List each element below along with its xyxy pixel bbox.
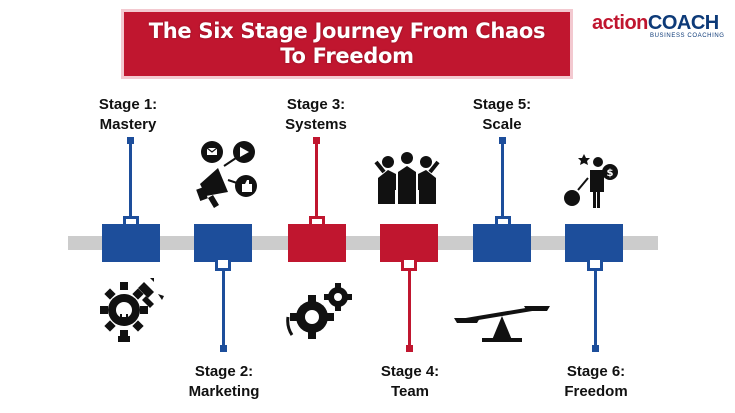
stage-4-connector-line [408, 268, 411, 348]
stage-2-connector-line [222, 268, 225, 348]
stage-6-connector-dot [592, 345, 599, 352]
lightbulb-gear-icon [100, 278, 164, 342]
title-line-2: To Freedom [280, 44, 414, 68]
stage-6-connector-line [594, 268, 597, 348]
stage-5-connector-dot [499, 137, 506, 144]
title-banner: The Six Stage Journey From Chaos To Free… [121, 9, 573, 79]
stage-1-connector-line [129, 142, 132, 222]
stage-2-label: Stage 2: Marketing [178, 362, 270, 402]
stage-1-connector-dot [127, 137, 134, 144]
gears-icon [286, 283, 352, 339]
stage-3-name: Systems [285, 116, 347, 133]
stage-3-label: Stage 3: Systems [276, 95, 356, 135]
stage-5-connector-line [501, 142, 504, 222]
stage-6-name: Freedom [564, 383, 628, 400]
stage-2-number: Stage 2: [194, 363, 254, 380]
megaphone-icon [196, 141, 257, 208]
stage-3-connector-dot [313, 137, 320, 144]
stage-2-marker [194, 224, 252, 262]
stage-5-number: Stage 5: [472, 96, 532, 113]
stage-6-number: Stage 6: [566, 363, 626, 380]
stage-5-marker [473, 224, 531, 262]
stage-2-connector-dot [220, 345, 227, 352]
logo-brand-coach: COACH [647, 12, 719, 34]
stage-4-connector-dot [406, 345, 413, 352]
logo-brand-action: action [592, 12, 648, 34]
stage-1-number: Stage 1: [98, 96, 158, 113]
stage-1-label: Stage 1: Mastery [88, 95, 168, 135]
stage-2-name: Marketing [188, 383, 260, 400]
stage-3-number: Stage 3: [286, 96, 346, 113]
stage-6-label: Stage 6: Freedom [551, 362, 641, 402]
stage-4-marker [380, 224, 438, 262]
stage-4-number: Stage 4: [380, 363, 440, 380]
stage-4-label: Stage 4: Team [368, 362, 452, 402]
stage-4-name: Team [390, 383, 430, 400]
team-icon [374, 152, 440, 204]
stage-3-connector-line [315, 142, 318, 222]
stage-3-marker [288, 224, 346, 262]
logo-tagline: BUSINESS COACHING [650, 33, 725, 39]
stage-1-marker [102, 224, 160, 262]
title-line-1: The Six Stage Journey From Chaos [148, 19, 546, 43]
freedom-icon: $ [564, 154, 618, 208]
stage-5-label: Stage 5: Scale [462, 95, 542, 135]
balance-scale-icon [454, 306, 550, 342]
stage-5-name: Scale [482, 116, 522, 133]
stage-6-marker [565, 224, 623, 262]
svg-text:$: $ [607, 168, 614, 179]
actioncoach-logo: actionCOACH BUSINESS COACHING [590, 12, 730, 42]
stage-1-name: Mastery [99, 116, 157, 133]
